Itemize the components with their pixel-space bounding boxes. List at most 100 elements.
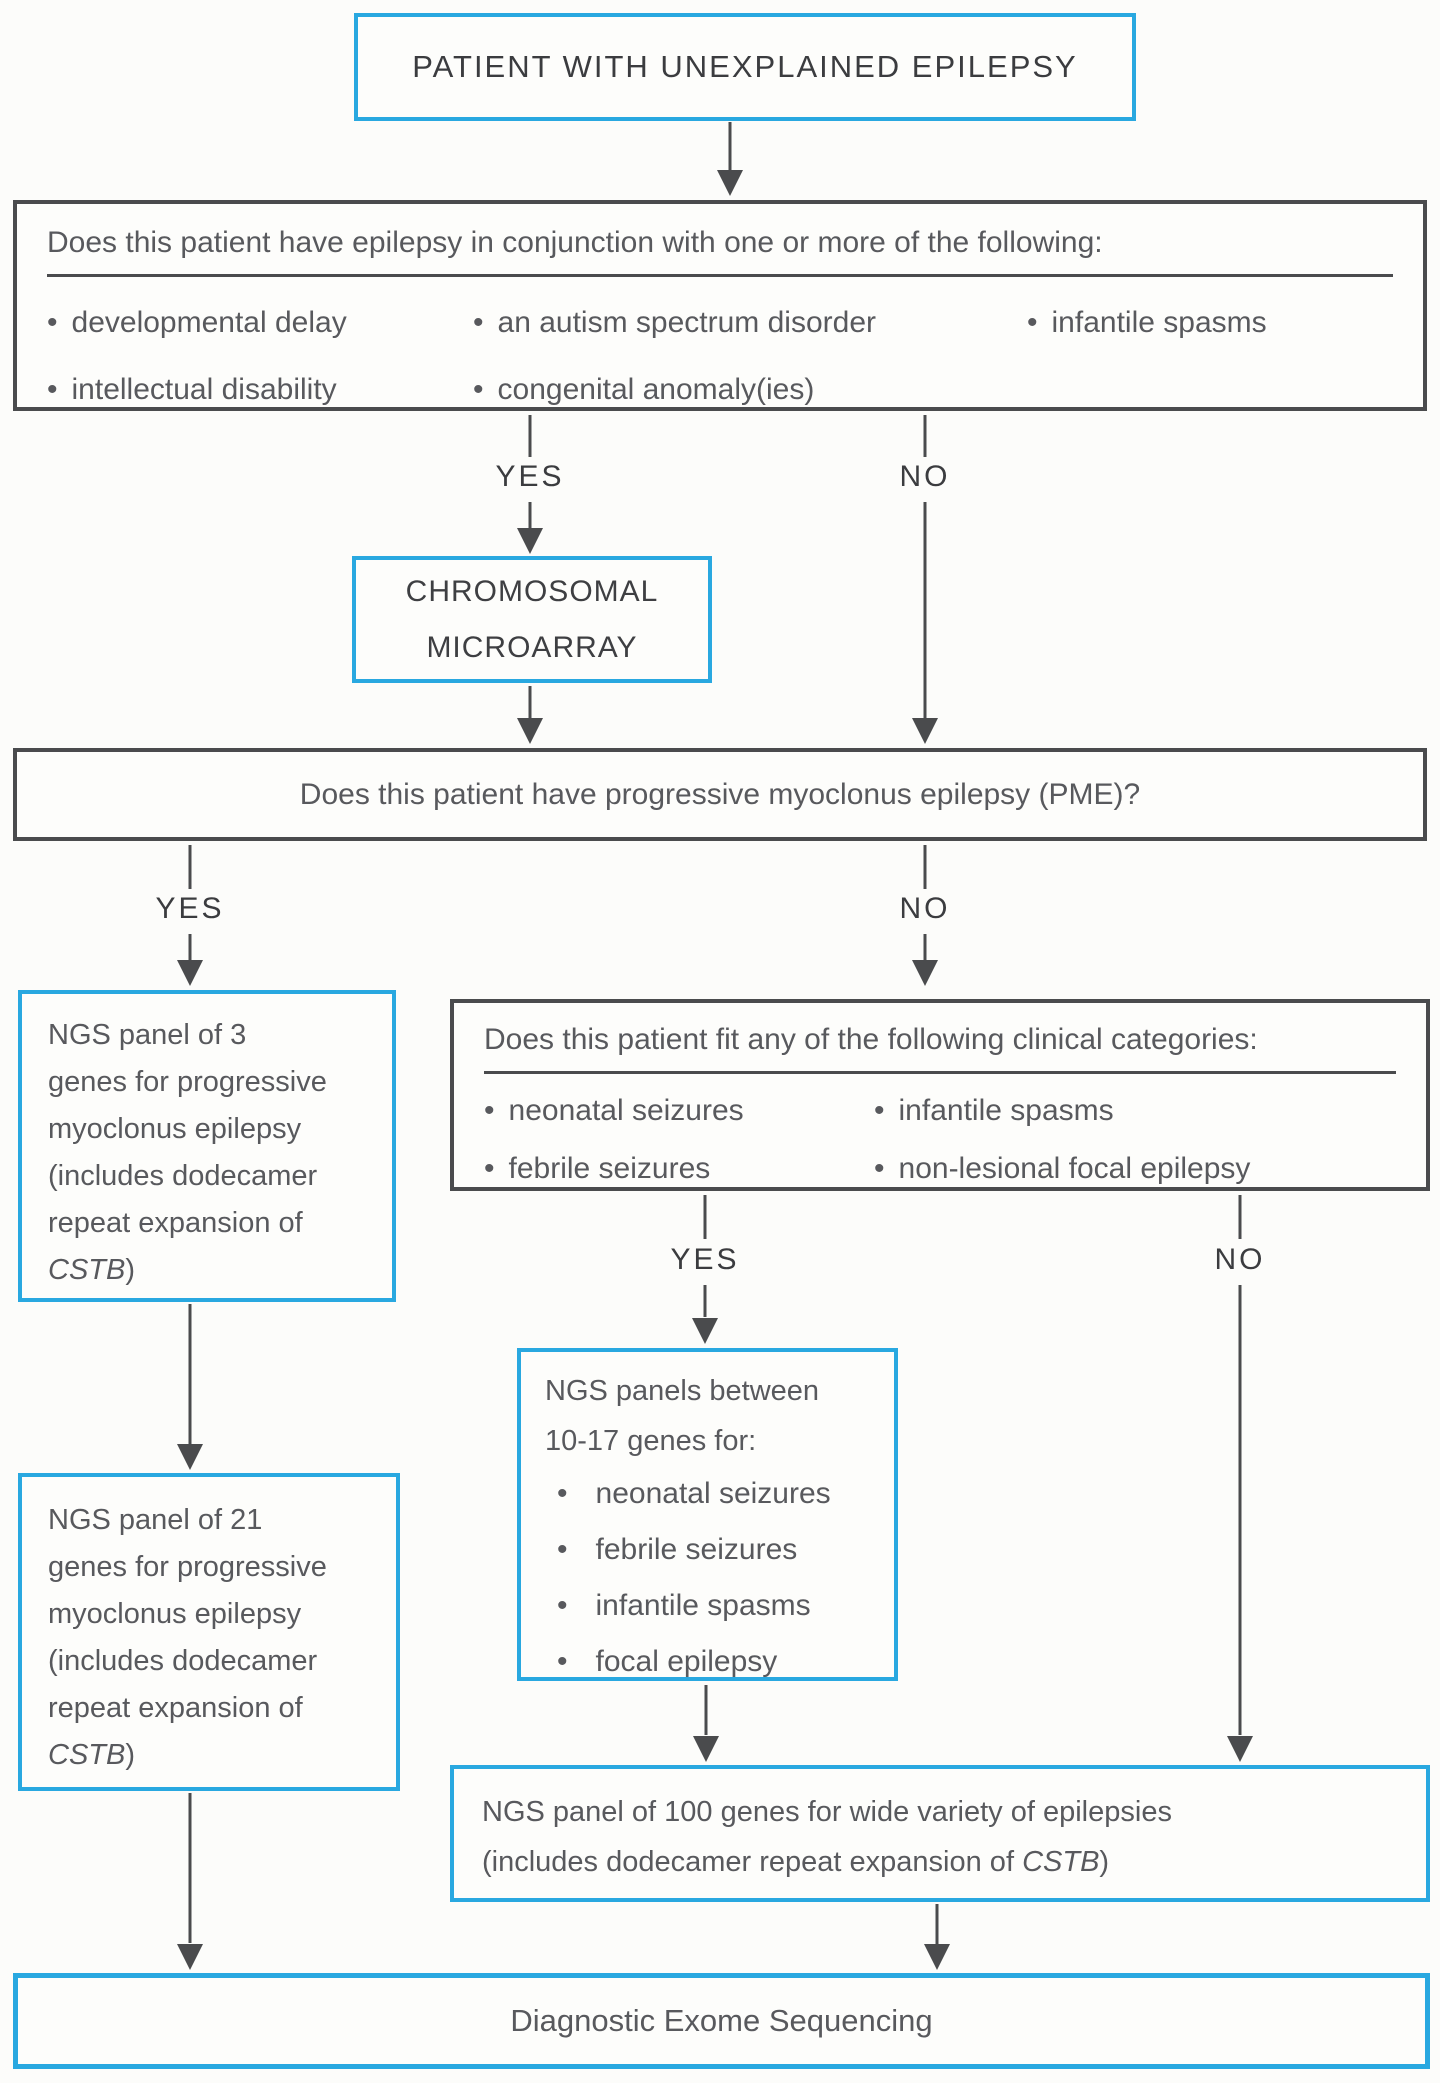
bullet-text: infantile spasms — [1051, 306, 1267, 339]
connector-line — [935, 1904, 939, 1944]
connector-line — [188, 1304, 192, 1444]
branch-label-no: NO — [899, 892, 951, 925]
arrowhead-icon — [912, 718, 938, 744]
list-item: • neonatal seizures — [545, 1466, 870, 1522]
connector-line — [188, 1793, 192, 1943]
connector-line — [528, 686, 532, 720]
bullet-column: • developmental delay • intellectual disab… — [47, 289, 473, 423]
arrowhead-icon — [692, 1318, 718, 1344]
bullet-text: febrile seizures — [595, 1533, 798, 1566]
bullet-text: febrile seizures — [508, 1152, 711, 1185]
node-cma-line1: CHROMOSOMAL — [405, 574, 659, 608]
connector-line — [703, 1195, 707, 1239]
list-item: • infantile spasms — [1027, 289, 1267, 356]
text-segment: ) — [125, 1739, 136, 1771]
arrowhead-icon — [177, 960, 203, 986]
bullet-text: intellectual disability — [71, 373, 337, 406]
list-item: • non-lesional focal epilepsy — [874, 1140, 1250, 1198]
node-question-comorbidities: Does this patient have epilepsy in conju… — [13, 200, 1427, 411]
arrowhead-icon — [517, 718, 543, 744]
bullet-column: •infantile spasms • non-lesional focal ep… — [874, 1082, 1250, 1198]
node-chromosomal-microarray: CHROMOSOMAL MICROARRAY — [352, 556, 712, 683]
connector-line — [528, 502, 532, 530]
bullet-column: • infantile spasms — [1027, 289, 1267, 423]
bullet-text: non-lesional focal epilepsy — [898, 1152, 1251, 1185]
connector-line — [923, 502, 927, 720]
connector-line — [923, 845, 927, 889]
bullet-text: infantile spasms — [595, 1589, 811, 1622]
connector-line — [528, 415, 532, 457]
branch-label-no: NO — [899, 460, 951, 493]
bullet-text: developmental delay — [71, 306, 347, 339]
arrowhead-icon — [177, 1444, 203, 1470]
arrowhead-icon — [177, 1944, 203, 1970]
node-des-label: Diagnostic Exome Sequencing — [510, 2003, 933, 2038]
list-item: • developmental delay — [47, 289, 473, 356]
node-ngs-panel-100: NGS panel of 100 genes for wide variety … — [450, 1765, 1430, 1902]
bullet-icon: • — [1027, 306, 1038, 339]
question-text: Does this patient have progressive myocl… — [299, 777, 1141, 811]
bullet-icon: • — [557, 1477, 568, 1510]
list-item: • intellectual disability — [47, 356, 473, 423]
bullet-icon: • — [484, 1094, 495, 1127]
bullet-icon: • — [874, 1152, 885, 1185]
bullet-icon: • — [473, 306, 484, 339]
node-ngs-panel-3: NGS panel of 3 genes for progressive myo… — [18, 990, 396, 1302]
connector-line — [703, 1285, 707, 1317]
text-segment: NGS panel of 3 genes for progressive myo… — [48, 1019, 327, 1239]
arrowhead-icon — [1227, 1736, 1253, 1762]
list-item: • an autism spectrum disorder — [473, 289, 1027, 356]
node-text: NGS panel of 100 genes for wide variety … — [482, 1787, 1398, 1887]
text-segment: ) — [1099, 1846, 1110, 1878]
connector-line — [188, 845, 192, 889]
divider — [484, 1071, 1396, 1074]
node-start-label: PATIENT WITH UNEXPLAINED EPILEPSY — [412, 49, 1078, 84]
bullet-column: • neonatal seizures • febrile seizures — [484, 1082, 874, 1198]
arrowhead-icon — [924, 1944, 950, 1970]
node-start: PATIENT WITH UNEXPLAINED EPILEPSY — [354, 13, 1136, 121]
connector-line — [923, 934, 927, 962]
list-item: • infantile spasms — [545, 1578, 870, 1634]
bullet-columns: • developmental delay • intellectual disab… — [47, 289, 1393, 423]
node-text: NGS panel of 3 genes for progressive myo… — [48, 1012, 366, 1294]
arrowhead-icon — [912, 960, 938, 986]
bullet-text: congenital anomaly(ies) — [497, 373, 815, 406]
gene-name: CSTB — [48, 1254, 126, 1286]
bullet-icon: • — [47, 373, 58, 406]
gene-name: CSTB — [48, 1739, 126, 1771]
node-ngs-panel-10-17: NGS panels between 10-17 genes for: •neo… — [517, 1348, 898, 1681]
node-question-pme: Does this patient have progressive myocl… — [13, 748, 1427, 841]
arrowhead-icon — [693, 1736, 719, 1762]
bullet-text: neonatal seizures — [508, 1094, 744, 1127]
connector-line — [188, 934, 192, 962]
bullet-text: neonatal seizures — [595, 1477, 831, 1510]
list-item: • febrile seizures — [484, 1140, 874, 1198]
branch-label-yes: YES — [155, 892, 225, 925]
bullet-icon: • — [557, 1645, 568, 1678]
list-item: •infantile spasms — [874, 1082, 1250, 1140]
connector-line — [923, 415, 927, 457]
connector-line — [1238, 1285, 1242, 1735]
arrowhead-icon — [717, 170, 743, 196]
bullet-icon: • — [484, 1152, 495, 1185]
connector-line — [704, 1685, 708, 1735]
gene-name: CSTB — [1022, 1846, 1100, 1878]
node-ngs-panel-21: NGS panel of 21 genes for progressive my… — [18, 1473, 400, 1791]
bullet-text: infantile spasms — [898, 1094, 1114, 1127]
bullet-icon: • — [557, 1589, 568, 1622]
text-segment: NGS panel of 100 genes for wide variety … — [482, 1796, 1172, 1878]
text-segment: ) — [125, 1254, 136, 1286]
divider — [47, 274, 1393, 277]
node-diagnostic-exome-sequencing: Diagnostic Exome Sequencing — [13, 1973, 1430, 2069]
bullet-text: focal epilepsy — [595, 1645, 778, 1678]
list-item: • neonatal seizures — [484, 1082, 874, 1140]
text-segment: NGS panel of 21 genes for progressive my… — [48, 1504, 327, 1724]
list-item: •febrile seizures — [545, 1522, 870, 1578]
bullet-text: an autism spectrum disorder — [497, 306, 877, 339]
branch-label-yes: YES — [670, 1243, 740, 1276]
question-text: Does this patient have epilepsy in conju… — [47, 226, 1103, 259]
connector-line — [728, 122, 732, 172]
arrowhead-icon — [517, 528, 543, 554]
bullet-icon: • — [47, 306, 58, 339]
